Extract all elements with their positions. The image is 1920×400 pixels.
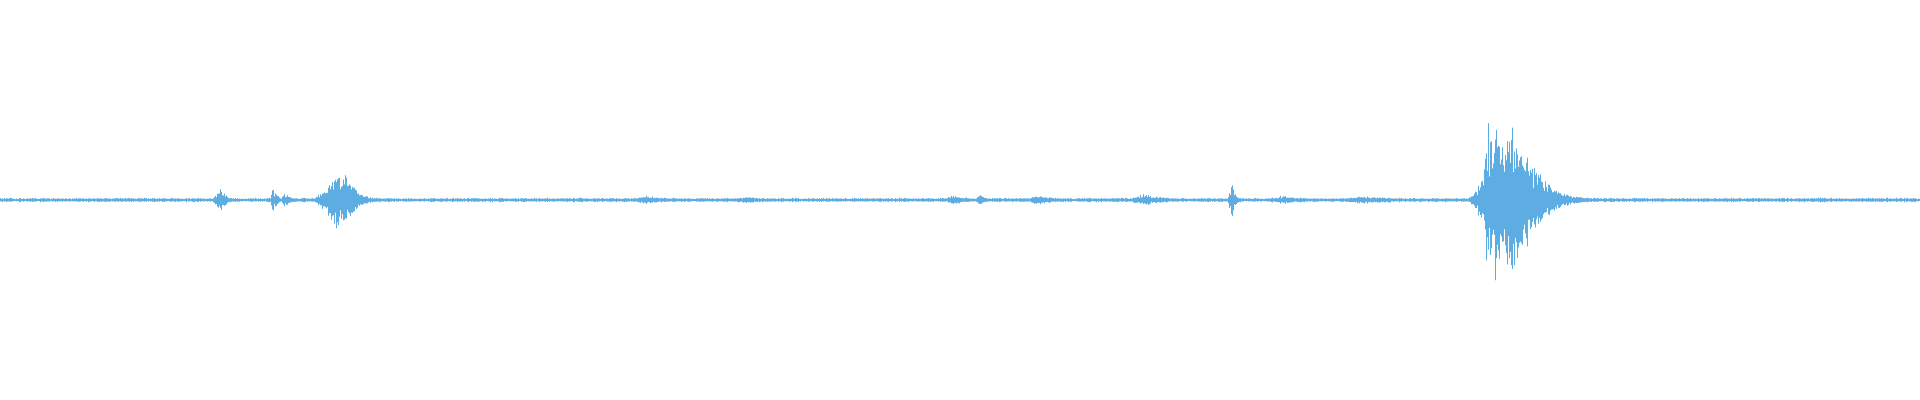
waveform-trace	[0, 123, 1920, 281]
